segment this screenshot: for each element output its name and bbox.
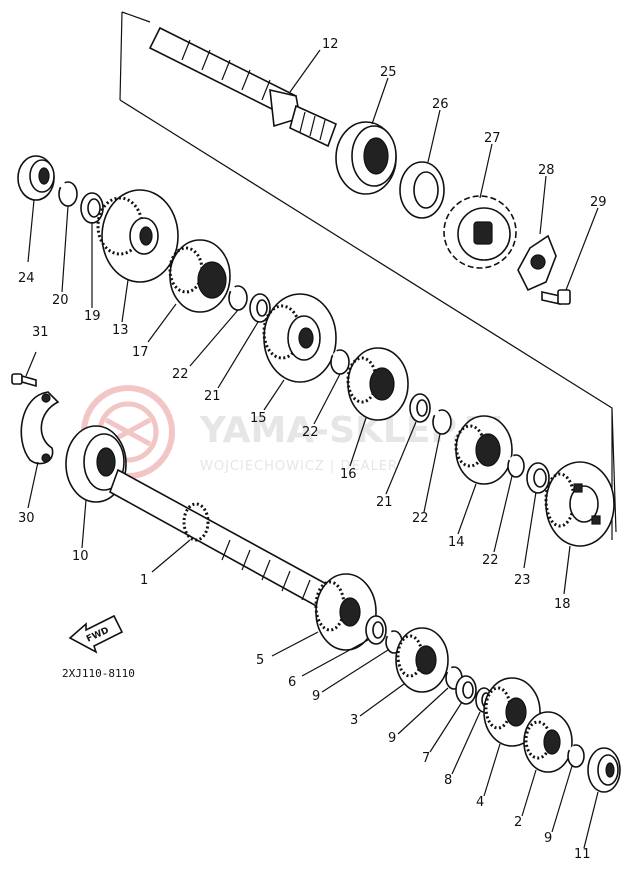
gear-14 bbox=[454, 415, 513, 485]
lock-washer-28 bbox=[517, 234, 557, 292]
callout-6: 6 bbox=[288, 675, 296, 690]
callout-10: 10 bbox=[72, 549, 89, 564]
bearing-11 bbox=[587, 747, 621, 793]
circlip-22-upper bbox=[228, 285, 248, 311]
gear-2 bbox=[523, 711, 573, 773]
callout-9-a: 9 bbox=[312, 689, 320, 704]
bearing-24 bbox=[17, 155, 55, 201]
callout-25: 25 bbox=[380, 65, 397, 80]
callout-22-b: 22 bbox=[302, 425, 319, 440]
leader-lines bbox=[25, 49, 599, 849]
callout-4: 4 bbox=[476, 795, 484, 810]
callout-20: 20 bbox=[52, 293, 69, 308]
gear-5 bbox=[314, 573, 377, 651]
callout-29: 29 bbox=[590, 195, 607, 210]
fwd-arrow-icon: FWD bbox=[68, 614, 124, 654]
callout-22-d: 22 bbox=[482, 553, 499, 568]
callout-1: 1 bbox=[140, 573, 148, 588]
group-outline bbox=[119, 11, 617, 540]
callout-3: 3 bbox=[350, 713, 358, 728]
watermark: YAMA-SKLEP.PL WOJCIECHOWICZ | DEALER bbox=[81, 385, 513, 479]
gear-18 bbox=[544, 461, 615, 547]
callout-5: 5 bbox=[256, 653, 264, 668]
callout-14: 14 bbox=[448, 535, 465, 550]
diagram-code: 2XJ110-8110 bbox=[62, 667, 135, 680]
callout-12: 12 bbox=[322, 37, 339, 52]
gear-16 bbox=[346, 347, 409, 421]
callout-11: 11 bbox=[574, 847, 591, 862]
oil-seal-26 bbox=[399, 161, 445, 219]
gear-15 bbox=[262, 293, 337, 383]
callout-24: 24 bbox=[18, 271, 35, 286]
callout-17: 17 bbox=[132, 345, 149, 360]
circlip-20 bbox=[58, 181, 78, 207]
circlip-22-middle bbox=[330, 349, 350, 375]
callout-16: 16 bbox=[340, 467, 357, 482]
callout-26: 26 bbox=[432, 97, 449, 112]
washer-7 bbox=[455, 675, 477, 705]
screw-31 bbox=[11, 373, 37, 388]
circlip-22-right bbox=[507, 454, 525, 478]
bolt-29 bbox=[541, 289, 571, 305]
main-axle bbox=[148, 26, 338, 148]
callout-22-c: 22 bbox=[412, 511, 429, 526]
bearing-10 bbox=[65, 425, 127, 503]
washer-23 bbox=[526, 462, 550, 494]
callout-30: 30 bbox=[18, 511, 35, 526]
callout-9-c: 9 bbox=[544, 831, 552, 846]
watermark-subtitle: WOJCIECHOWICZ | DEALER bbox=[200, 459, 398, 474]
callout-23: 23 bbox=[514, 573, 531, 588]
callout-19: 19 bbox=[84, 309, 101, 324]
callout-15: 15 bbox=[250, 411, 267, 426]
callout-9-b: 9 bbox=[388, 731, 396, 746]
gear-17 bbox=[168, 239, 231, 313]
callout-28: 28 bbox=[538, 163, 555, 178]
bearing-25 bbox=[335, 121, 397, 195]
circlip-22-lower bbox=[432, 409, 452, 435]
callout-13: 13 bbox=[112, 323, 129, 338]
gear-3 bbox=[395, 627, 449, 693]
washer-6 bbox=[365, 615, 387, 645]
callout-8: 8 bbox=[444, 773, 452, 788]
washer-21-lower bbox=[409, 393, 431, 423]
gear-13 bbox=[96, 189, 179, 283]
callout-labels: 12 25 26 27 28 29 24 20 19 13 17 22 21 1… bbox=[18, 37, 607, 862]
circlip-9-lower bbox=[567, 744, 585, 768]
callout-27: 27 bbox=[484, 131, 501, 146]
callout-22-a: 22 bbox=[172, 367, 189, 382]
sprocket-27 bbox=[443, 195, 517, 269]
callout-7: 7 bbox=[422, 751, 430, 766]
plate-30 bbox=[20, 391, 60, 465]
callout-21-a: 21 bbox=[204, 389, 221, 404]
washer-21-upper bbox=[249, 293, 271, 323]
callout-21-b: 21 bbox=[376, 495, 393, 510]
callout-2: 2 bbox=[514, 815, 522, 830]
callout-18: 18 bbox=[554, 597, 571, 612]
callout-31: 31 bbox=[32, 325, 49, 340]
